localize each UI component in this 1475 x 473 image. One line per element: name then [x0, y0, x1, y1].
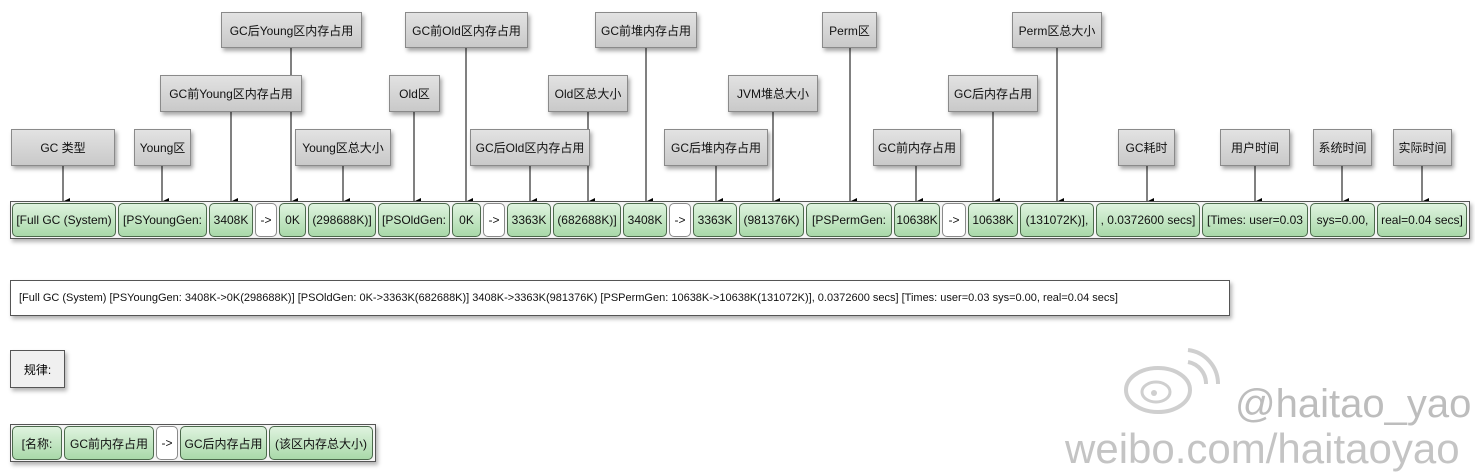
label-heap-before: GC前堆内存占用 [595, 12, 697, 48]
segment-gc-type: [Full GC (System) [12, 203, 116, 237]
segment-heap-before: 3408K [623, 203, 667, 237]
label-old-area: Old区 [389, 75, 440, 112]
rule-segment-arrow: -> [156, 426, 178, 460]
label-perm-after: GC后内存占用 [948, 75, 1038, 112]
segment-sys-time: sys=0.00, [1310, 203, 1375, 237]
segment-old-after: 3363K [507, 203, 551, 237]
segment-arrow: -> [255, 203, 277, 237]
label-gc-time: GC耗时 [1118, 129, 1175, 166]
label-young-before: GC前Young区内存占用 [160, 75, 302, 112]
rule-title: 规律: [10, 350, 65, 388]
label-old-total: Old区总大小 [548, 75, 628, 112]
weibo-logo-icon [1124, 348, 1221, 414]
rule-segment-after: GC后内存占用 [180, 426, 267, 460]
label-perm-area: Perm区 [822, 12, 877, 48]
label-perm-before: GC前内存占用 [873, 129, 961, 166]
watermark-handle: @haitao_yao [1235, 382, 1472, 426]
rule-segment-name: [名称: [12, 426, 62, 460]
segment-jvm-heap-total: (981376K) [739, 203, 804, 237]
label-gc-type: GC 类型 [11, 129, 115, 166]
segment-old-total: (682688K)] [553, 203, 621, 237]
segment-perm-gen: [PSPermGen: [806, 203, 892, 237]
segment-perm-after: 10638K [968, 203, 1018, 237]
segment-young-after: 0K [279, 203, 306, 237]
label-jvm-heap-total: JVM堆总大小 [728, 75, 818, 112]
segment-perm-before: 10638K [894, 203, 940, 237]
segment-heap-after: 3363K [693, 203, 737, 237]
label-real-time: 实际时间 [1393, 129, 1452, 166]
segment-old-gen: [PSOldGen: [378, 203, 450, 237]
label-old-before: GC前Old区内存占用 [405, 12, 528, 48]
label-young-area: Young区 [134, 129, 191, 166]
segment-arrow: -> [483, 203, 505, 237]
segment-young-gen: [PSYoungGen: [118, 203, 207, 237]
label-young-total: Young区总大小 [295, 129, 391, 166]
segment-young-total: (298688K)] [308, 203, 376, 237]
label-user-time: 用户时间 [1220, 129, 1290, 166]
label-perm-total: Perm区总大小 [1012, 12, 1102, 48]
segment-user-time: [Times: user=0.03 [1202, 203, 1308, 237]
label-heap-after: GC后堆内存占用 [664, 129, 768, 166]
rule-segment-total: (该区内存总大小) [269, 426, 373, 460]
label-old-after: GC后Old区内存占用 [470, 129, 590, 166]
label-young-after: GC后Young区内存占用 [221, 12, 362, 48]
segment-young-before: 3408K [209, 203, 253, 237]
label-sys-time: 系统时间 [1313, 129, 1372, 166]
segment-arrow: -> [942, 203, 966, 237]
segment-arrow: -> [669, 203, 691, 237]
segment-gc-time: , 0.0372600 secs] [1096, 203, 1200, 237]
rule-segment-before: GC前内存占用 [64, 426, 154, 460]
raw-gc-log-line: [Full GC (System) [PSYoungGen: 3408K->0K… [10, 280, 1230, 316]
segment-old-before: 0K [452, 203, 481, 237]
segment-perm-total: (131072K)], [1020, 203, 1094, 237]
segment-real-time: real=0.04 secs] [1377, 203, 1467, 237]
watermark-url: weibo.com/haitaoyao [1065, 425, 1460, 472]
